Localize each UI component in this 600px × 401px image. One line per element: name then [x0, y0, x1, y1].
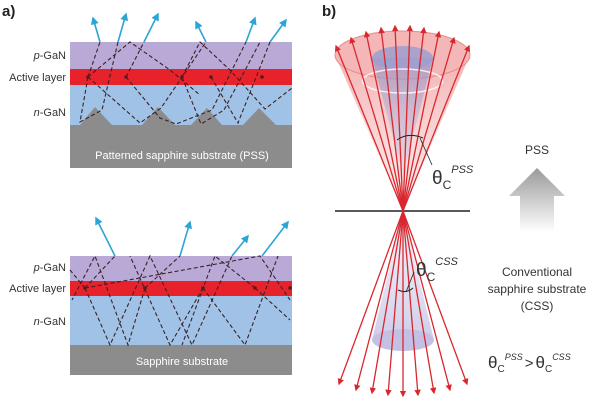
red-ray-fan: [334, 24, 471, 398]
pss-n-gan-label: n-GaN: [34, 107, 66, 119]
css-ray: [129, 255, 204, 347]
down-ray: [402, 210, 437, 395]
down-ray: [402, 210, 452, 392]
pss-layer-stack: [70, 42, 292, 168]
css-ray: [69, 269, 86, 289]
css-substrate-label: Sapphire substrate: [136, 356, 228, 368]
up-ray: [402, 30, 442, 212]
css-escape-rays: [95, 216, 289, 257]
arrow-bottom-line-2: sapphire substrate: [488, 282, 587, 296]
css-ray: [84, 255, 291, 301]
pss-substrate: [70, 140, 292, 168]
css-ray: [254, 287, 291, 321]
panel-a-letter: a): [2, 3, 15, 20]
escape-ray: [231, 234, 249, 257]
active-layer: [70, 281, 292, 296]
down-ray: [369, 210, 404, 395]
escape-ray: [143, 12, 159, 43]
pss-ray: [125, 41, 145, 78]
pss-active-layer-label: Active layer: [9, 72, 66, 84]
arrow-top-label: PSS: [525, 143, 549, 157]
pss-ray-paths: [79, 41, 293, 125]
down-ray: [402, 210, 421, 397]
escape-ray: [90, 16, 101, 43]
pss-emitters: [86, 75, 264, 79]
css-active-layer-label: Active layer: [9, 283, 66, 295]
up-ray: [402, 26, 427, 212]
pss-ray: [125, 41, 247, 125]
up-ray: [402, 44, 471, 212]
up-ray: [402, 24, 414, 212]
css-angle-arc: [397, 287, 414, 293]
css-substrate: [70, 345, 292, 375]
pss-escape-rays: [90, 12, 287, 43]
down-ray: [337, 210, 404, 386]
escape-ray: [245, 16, 257, 43]
pss-ray: [181, 41, 293, 110]
escape-ray: [261, 220, 289, 257]
up-ray: [378, 26, 404, 212]
css-emitters: [83, 286, 292, 290]
down-ray: [354, 210, 404, 392]
theta-css-label: θCCSS: [416, 256, 459, 284]
escape-ray: [117, 12, 129, 43]
p-gan-layer: [70, 256, 292, 281]
pss-substrate-label: Patterned sapphire substrate (PSS): [95, 150, 269, 162]
css-ray: [71, 254, 146, 347]
pss-ray: [87, 41, 201, 96]
pss-ray: [79, 41, 119, 124]
arrow-bottom-line-3: (CSS): [521, 299, 554, 313]
improvement-arrow: [509, 168, 565, 232]
css-ray-paths: [69, 254, 291, 347]
up-ray: [391, 24, 404, 212]
css-n-gan-label: n-GaN: [34, 316, 66, 328]
escape-ray: [195, 20, 207, 43]
panel-b-letter: b): [322, 3, 336, 20]
inner-cone-rim: [372, 46, 433, 70]
up-ray: [334, 44, 404, 212]
theta-pss-label: θCPSS: [432, 164, 474, 192]
patterned-cones: [70, 107, 292, 140]
css-ray: [84, 254, 233, 347]
up-ray: [363, 30, 404, 212]
p-gan-layer: [70, 42, 292, 69]
down-ray: [402, 210, 469, 386]
escape-ray: [179, 220, 193, 257]
escape-ray: [95, 216, 116, 257]
css-ray: [144, 255, 181, 289]
arrow-bottom-line-1: Conventional: [502, 265, 572, 279]
up-ray: [349, 36, 404, 212]
down-ray: [385, 210, 404, 397]
css-ray: [84, 255, 116, 289]
pss-ray: [87, 41, 207, 124]
up-ray: [402, 36, 456, 212]
pss-ray: [210, 41, 271, 125]
escape-ray: [269, 18, 287, 43]
css-p-gan-label: p-GaN: [33, 262, 66, 274]
relation-expression: θCPSS>θCCSS: [488, 352, 571, 375]
pss-p-gan-label: p-GaN: [33, 50, 66, 62]
pss-angle-arc: [396, 134, 424, 141]
